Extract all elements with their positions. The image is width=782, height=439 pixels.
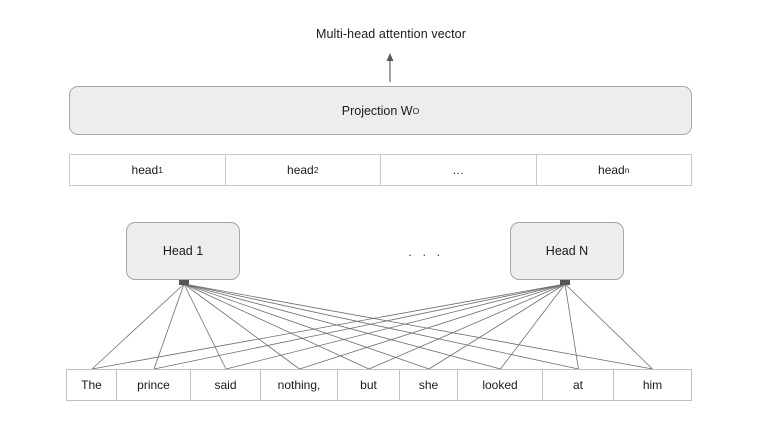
word-label: she (418, 378, 439, 392)
head-box-label: Head N (545, 244, 589, 258)
word-label: but (360, 378, 377, 392)
head-token-base: head (598, 163, 625, 177)
word-cell: The (67, 370, 117, 400)
word-cell: said (191, 370, 261, 400)
word-label: The (81, 378, 102, 392)
word-label: him (642, 378, 663, 392)
word-cell: nothing, (261, 370, 338, 400)
head-box-1: Head 1 (126, 222, 240, 280)
word-label: prince (137, 378, 170, 392)
word-cell: she (400, 370, 458, 400)
word-cell: at (543, 370, 614, 400)
up-arrow-icon (386, 53, 394, 82)
word-label: looked (482, 378, 518, 392)
word-cell: him (614, 370, 691, 400)
word-label: said (214, 378, 237, 392)
head-token-cell-ellipsis: … (381, 155, 537, 185)
word-label: at (572, 378, 583, 392)
word-cell: but (338, 370, 400, 400)
word-cell: looked (458, 370, 543, 400)
word-cell: prince (117, 370, 191, 400)
projection-label: Projection W (341, 103, 413, 118)
head-token-base: head (131, 163, 159, 177)
word-label: nothing, (277, 378, 321, 392)
head-box-label: Head 1 (162, 244, 204, 258)
head-box-n: Head N (510, 222, 624, 280)
page-title: Multi-head attention vector (315, 27, 466, 41)
head-token-base: head (287, 163, 314, 177)
heads-ellipsis: . . . (408, 244, 444, 259)
head-token-base: … (452, 163, 465, 177)
input-word-row: The prince said nothing, but she looked … (66, 369, 692, 401)
attention-fan-lines (91, 280, 653, 370)
